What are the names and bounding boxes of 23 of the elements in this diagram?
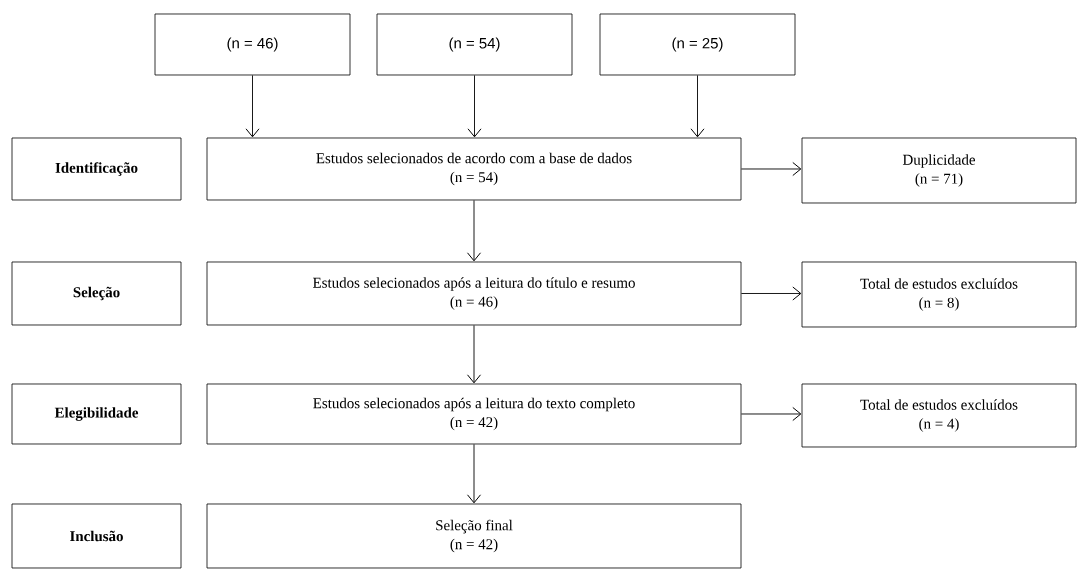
process-box: Seleção final (n = 42) [206, 503, 742, 569]
exclusion-box: Total de estudos excluídos (n = 8) [801, 261, 1077, 328]
stage-box: Elegibilidade [11, 383, 182, 445]
arrow [467, 199, 481, 262]
exclusion-box: Duplicidade (n = 71) [801, 137, 1077, 204]
stage-box: Seleção [11, 261, 182, 326]
arrow [467, 324, 481, 384]
source-box: (n = 46) [154, 13, 351, 76]
arrow [740, 407, 802, 421]
stage-box: Inclusão [11, 503, 182, 569]
process-box: Estudos selecionados após a leitura do título e resumo (n = 46) [206, 261, 742, 326]
arrow [740, 162, 802, 176]
arrow [690, 74, 705, 138]
arrow [740, 286, 802, 301]
process-box: Estudos selecionados após a leitura do texto completo (n = 42) [206, 383, 742, 445]
arrow [467, 74, 482, 138]
process-box: Estudos selecionados de acordo com a base de dados (n = 54) [206, 137, 742, 201]
arrow [467, 443, 481, 504]
source-box: (n = 25) [599, 13, 796, 76]
source-box: (n = 54) [376, 13, 573, 76]
stage-box: Identificação [11, 137, 182, 201]
exclusion-box: Total de estudos excluídos (n = 4) [801, 383, 1077, 448]
arrow [245, 74, 260, 138]
